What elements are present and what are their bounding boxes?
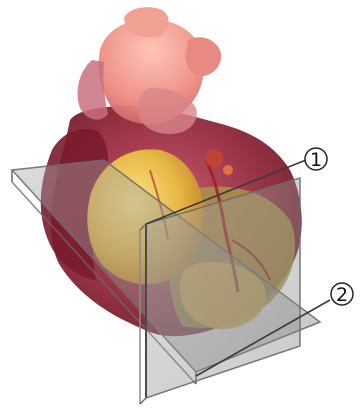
great-vessels: [78, 7, 221, 134]
callout-2-label: 2: [336, 284, 348, 306]
callout-1-label: 1: [310, 149, 322, 171]
